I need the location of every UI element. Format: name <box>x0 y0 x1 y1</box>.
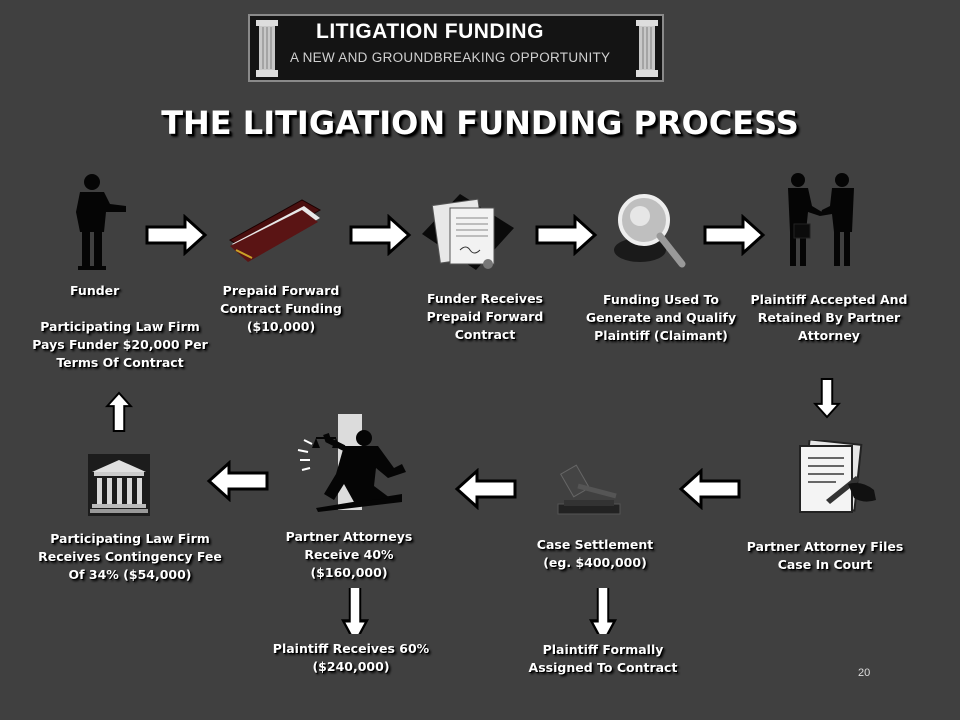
documents-icon <box>420 190 516 274</box>
handshake-icon <box>776 170 866 270</box>
arrow-down-icon <box>806 366 848 430</box>
magnifying-glass-icon <box>610 190 690 274</box>
arrow-right-icon <box>702 214 766 256</box>
banner-subtitle: A NEW AND GROUNDBREAKING OPPORTUNITY <box>290 50 610 65</box>
page-number: 20 <box>858 667 870 679</box>
step-plaintiff-receives: Plaintiff Receives 60% ($240,000) <box>256 640 446 676</box>
pillar-icon <box>254 20 280 78</box>
arrow-left-icon <box>454 468 518 510</box>
step-plaintiff-accepted: Plaintiff Accepted And Retained By Partn… <box>744 291 914 345</box>
contract-book-icon <box>224 196 324 262</box>
courthouse-icon <box>88 454 150 516</box>
arrow-left-icon <box>678 468 742 510</box>
step-partner-receive: Partner Attorneys Receive 40% ($160,000) <box>264 528 434 582</box>
header-banner: LITIGATION FUNDING A NEW AND GROUNDBREAK… <box>248 14 664 82</box>
step-attorney-files: Partner Attorney Files Case In Court <box>740 538 910 574</box>
step-funding-used: Funding Used To Generate and Qualify Pla… <box>576 291 746 345</box>
step-funder: Funder <box>40 282 150 300</box>
arrow-down-icon <box>334 588 376 634</box>
businessman-icon <box>62 172 132 272</box>
pillar-icon <box>634 20 660 78</box>
step-case-settlement: Case Settlement (eg. $400,000) <box>510 536 680 572</box>
arrow-up-icon <box>98 380 140 444</box>
arrow-right-icon <box>348 214 412 256</box>
arrow-down-icon <box>582 588 624 634</box>
step-funder-receives: Funder Receives Prepaid Forward Contract <box>400 290 570 344</box>
step-prepaid-funding: Prepaid Forward Contract Funding ($10,00… <box>196 282 366 336</box>
signing-document-icon <box>786 440 882 522</box>
step-law-firm-fee: Participating Law Firm Receives Continge… <box>30 530 230 584</box>
arrow-left-icon <box>206 460 270 502</box>
step-funder-paid: Participating Law Firm Pays Funder $20,0… <box>20 318 220 372</box>
step-plaintiff-assigned: Plaintiff Formally Assigned To Contract <box>518 641 688 677</box>
arrow-right-icon <box>144 214 208 256</box>
page-title: THE LITIGATION FUNDING PROCESS <box>0 104 960 142</box>
lawyer-scales-icon <box>294 412 410 512</box>
gavel-icon <box>556 460 626 518</box>
arrow-right-icon <box>534 214 598 256</box>
banner-title: LITIGATION FUNDING <box>316 20 544 44</box>
